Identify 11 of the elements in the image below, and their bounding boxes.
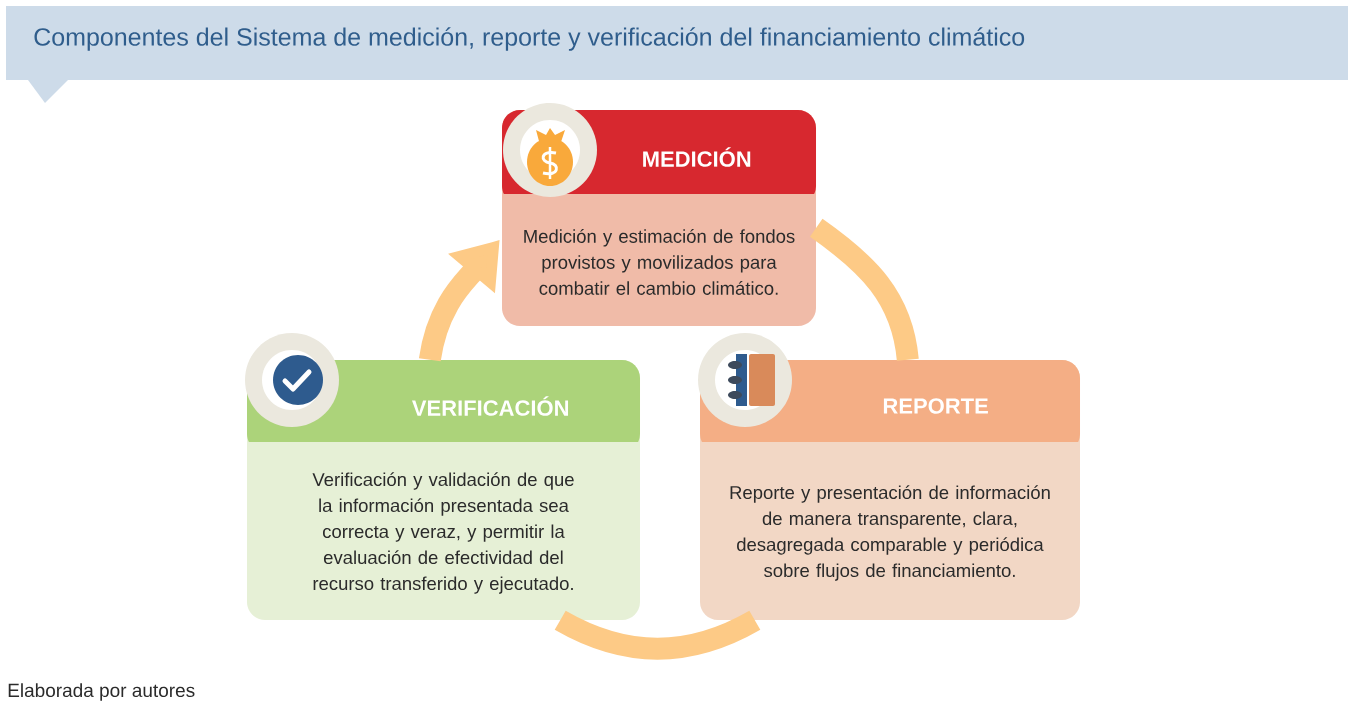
card-text: Reporte y presentación de información de manera transparente, clara, desagregada comparable y periódica sobre flujos de financiamiento. bbox=[730, 485, 1050, 581]
caption: Elaborada por autores bbox=[8, 683, 195, 701]
card bbox=[502, 103, 816, 326]
card-heading: REPORTE bbox=[883, 398, 988, 414]
card bbox=[245, 333, 640, 620]
card-heading: MEDICIÓN bbox=[643, 147, 751, 167]
card-text: Medición y estimación de fondos provistos y movilizados para combatir el cambio climático. bbox=[524, 229, 795, 295]
card bbox=[698, 333, 1080, 620]
card-heading: VERIFICACIÓN bbox=[412, 396, 569, 416]
title-banner: Componentes del Sistema de medición, reporte y verificación del financiamiento climático bbox=[6, 6, 1348, 103]
card-text: Verificación y validación de que la información presentada sea correcta y veraz, y permitir la evaluación de efectividad del recurso transferido y ejecutado. bbox=[312, 472, 574, 594]
